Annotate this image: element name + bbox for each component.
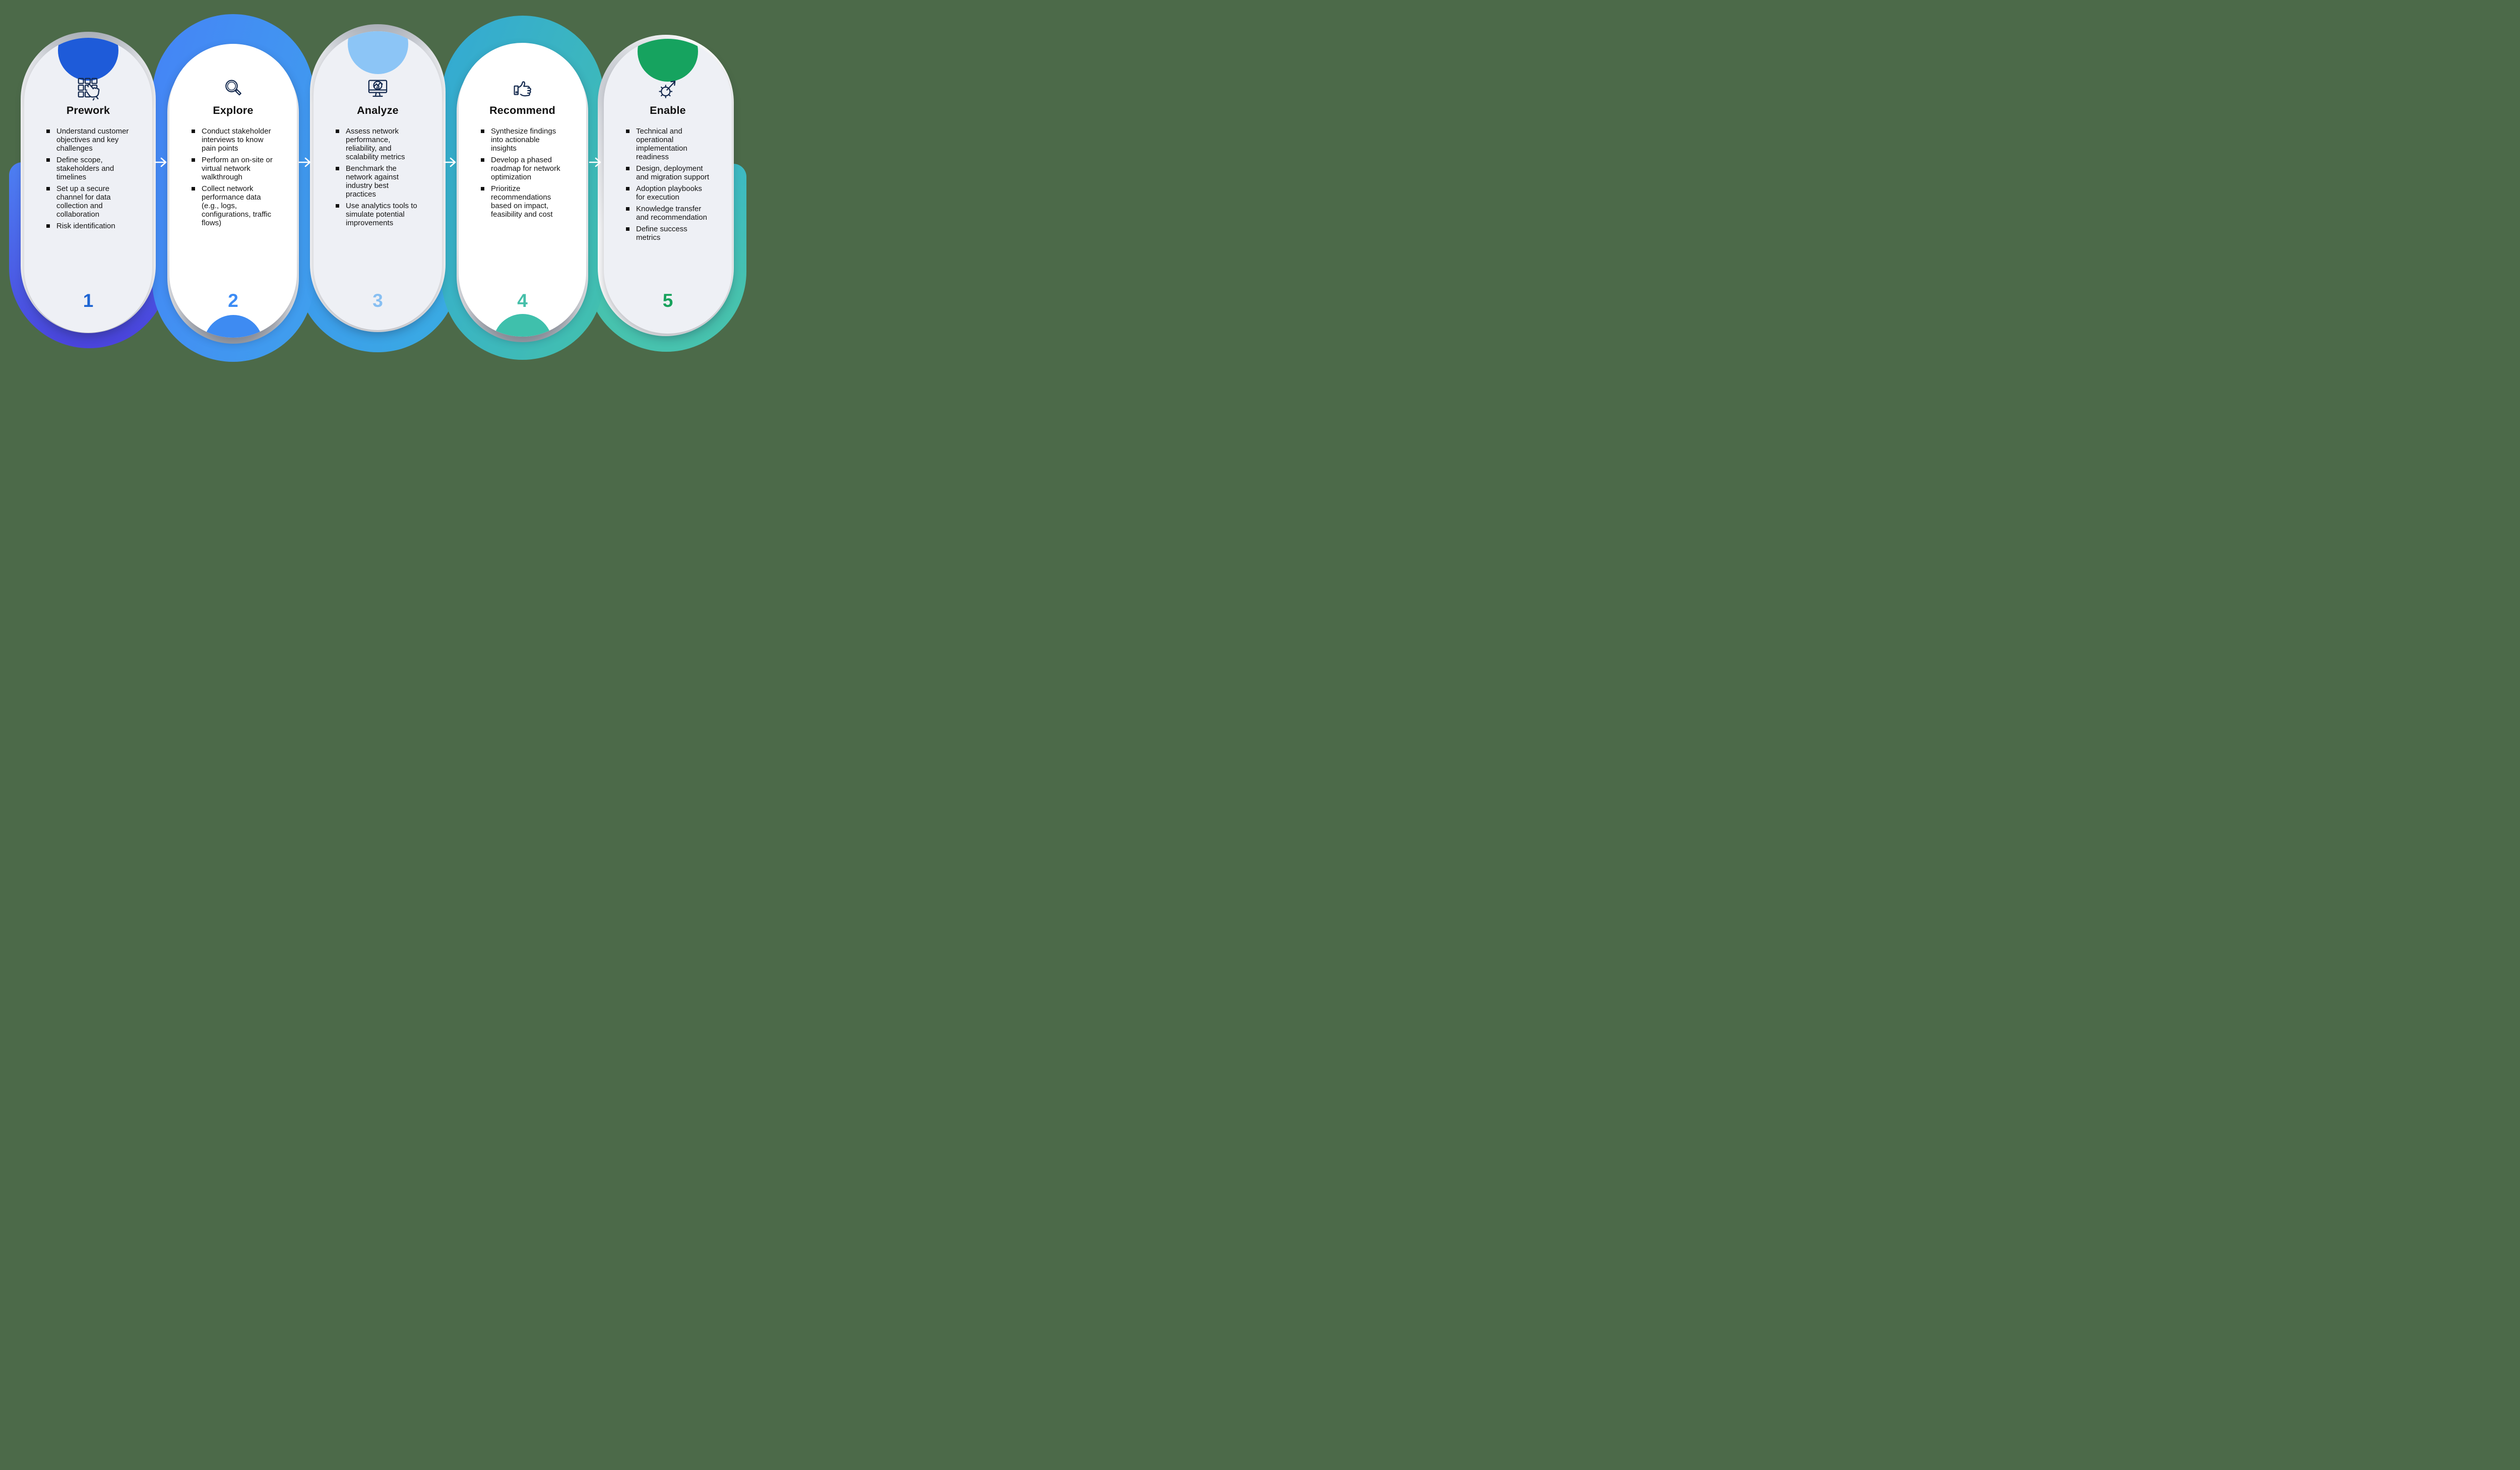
stage-2-title: Explore: [213, 104, 254, 116]
bullet-item: Synthesize findings into actionable insi…: [480, 127, 565, 153]
stage-4-title: Recommend: [489, 104, 555, 116]
bullet-item: Assess network performance, reliability,…: [335, 127, 420, 161]
stage-4-bullets: Synthesize findings into actionable insi…: [480, 127, 565, 222]
bullet-item: Understand customer objectives and key c…: [45, 127, 131, 153]
stage-2-bottom-disc: [203, 315, 263, 338]
stage-5-bullets: Technical and operational implementation…: [625, 127, 711, 245]
stage-5-title: Enable: [650, 104, 686, 116]
bullet-item: Prioritize recommendations based on impa…: [480, 184, 565, 219]
flow-arrow-icon: [589, 157, 602, 168]
stage-1-title: Prework: [66, 104, 110, 116]
thumbs-up-icon: [459, 75, 586, 102]
stage-3-title: Analyze: [357, 104, 399, 116]
stage-1-card: Prework Understand customer objectives a…: [24, 38, 152, 333]
stage-4-number: 4: [517, 290, 528, 311]
stage-3-bullets: Assess network performance, reliability,…: [335, 127, 420, 230]
flow-arrow-icon: [298, 157, 311, 168]
stage-4-bottom-disc: [492, 314, 552, 337]
bullet-item: Knowledge transfer and recommendation: [625, 205, 711, 222]
bullet-item: Benchmark the network against industry b…: [335, 164, 420, 199]
stage-3-card: Analyze Assess network performance, reli…: [313, 31, 442, 330]
bullet-item: Define success metrics: [625, 225, 711, 242]
bullet-item: Set up a secure channel for data collect…: [45, 184, 131, 219]
stage-1-bullets: Understand customer objectives and key c…: [45, 127, 131, 233]
bullet-item: Design, deployment and migration support: [625, 164, 711, 181]
bullet-item: Use analytics tools to simulate potentia…: [335, 202, 420, 227]
bullet-item: Technical and operational implementation…: [625, 127, 711, 161]
stage-2-number: 2: [228, 290, 238, 311]
bullet-item: Adoption playbooks for execution: [625, 184, 711, 202]
bullet-item: Collect network performance data (e.g., …: [191, 184, 276, 227]
bullet-item: Develop a phased roadmap for network opt…: [480, 156, 565, 181]
stage-3-top-disc: [347, 31, 408, 74]
bullet-item: Risk identification: [45, 222, 131, 230]
flow-arrow-icon: [154, 157, 167, 168]
bullet-item: Define scope, stakeholders and timelines: [45, 156, 131, 181]
stage-3-number: 3: [372, 290, 383, 311]
magnifier-icon: [169, 75, 297, 102]
stage-2-card: Explore Conduct stakeholder interviews t…: [169, 44, 297, 338]
stage-2-bullets: Conduct stakeholder interviews to know p…: [191, 127, 276, 230]
stage-5-card: Enable Technical and operational impleme…: [604, 39, 732, 334]
flow-arrow-icon: [444, 157, 457, 168]
monitor-chart-icon: [313, 75, 442, 102]
stage-4-card: Recommend Synthesize findings into actio…: [459, 43, 586, 337]
bullet-item: Conduct stakeholder interviews to know p…: [191, 127, 276, 153]
keypad-tap-icon: [24, 75, 152, 102]
bullet-item: Perform an on-site or virtual network wa…: [191, 156, 276, 181]
process-infographic: Prework Understand customer objectives a…: [0, 0, 756, 367]
gear-arrow-icon: [604, 75, 732, 102]
stage-5-number: 5: [662, 290, 673, 311]
stage-1-number: 1: [83, 290, 94, 311]
